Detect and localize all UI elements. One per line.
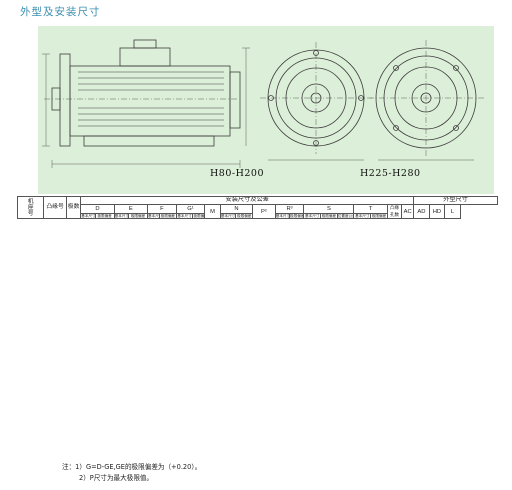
th-model: 机 座 号 [16,195,45,220]
th-sub-tol: 极限偏差 [192,212,206,220]
th-sub-basic: 基本尺寸 [303,212,322,220]
th-flange: 凸缘号 [43,195,67,220]
th-T: T [353,204,388,214]
th-N: N [219,204,254,214]
th-sub-tol: 极限偏差 [370,212,388,220]
th-sub-tol: 极限偏差 [158,212,177,220]
th-outline-group: 外型尺寸 [413,195,498,206]
th-sub-pos: 位置度公差 [336,212,355,220]
note-2: 2）P尺寸为最大极限值。 [79,474,154,482]
terminal-box [119,47,171,67]
th-M: M [204,204,221,220]
th-sub-tol: 极限偏差 [289,212,305,220]
th-sub-basic: 基本尺寸 [219,212,237,220]
front-view-small [260,42,372,161]
motor-body [69,65,231,137]
th-L: L [444,204,461,220]
th-D: D [80,204,115,214]
th-sub-tol: 极限偏差 [235,212,254,220]
th-sub-tol: 极限偏差 [320,212,338,220]
th-AC: AC [401,204,415,220]
th-P: P² [252,204,276,220]
th-sub-basic: 基本尺寸 [147,212,160,220]
th-sub-basic: 基本尺寸 [274,212,291,220]
th-S: S [303,204,355,214]
front-view-large [368,40,484,161]
th-sub-basic: 基本尺寸 [80,212,96,220]
motor-drawing [42,39,484,168]
page-title: 外型及安装尺寸 [20,6,101,18]
th-R: R³ [274,204,305,214]
th-sub-basic: 基本尺寸 [353,212,372,220]
th-F: F [147,204,177,214]
motor-base [83,135,215,147]
th-sub-basic: 基本尺寸 [113,212,129,220]
dimension-table: 机 座 号 凸缘号 极数 安装尺寸及公差 外型尺寸 D E F G¹ M N P… [16,195,498,220]
th-E: E [113,204,149,214]
th-AD: AD [413,204,430,220]
caption-large-frame: H225-H280 [360,168,421,179]
th-sub-tol: 极限偏差 [94,212,115,220]
th-sub-tol: 极限偏差 [127,212,149,220]
th-G: G¹ [175,204,206,214]
th-HD: HD [428,204,446,220]
motor-drawing-panel: H80-H200 H225-H280 [38,26,494,194]
flange-plate [59,53,71,147]
note-1: 注：1）G=D-GE,GE的极限偏差为（+0.20）。 [62,463,202,471]
caption-small-frame: H80-H200 [210,168,265,179]
th-install-group: 安装尺寸及公差 [80,195,415,206]
table-notes: 注：1）G=D-GE,GE的极限偏差为（+0.20）。 2）P尺寸为最大极限值。 [62,462,201,484]
th-sub-basic: 基本尺寸 [175,212,194,220]
th-poles: 极数 [65,195,82,220]
th-holes: 凸缘孔数 [386,204,403,220]
